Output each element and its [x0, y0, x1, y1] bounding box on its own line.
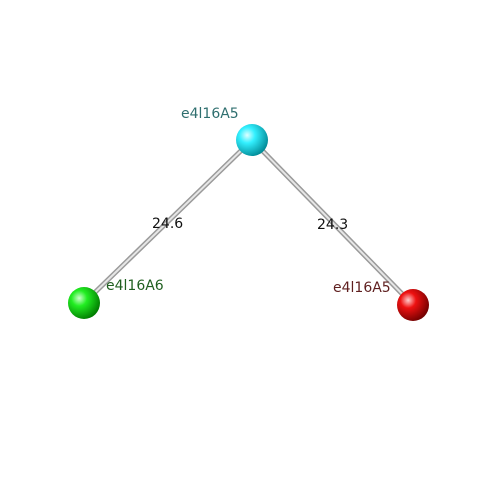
node-left-sphere: [68, 287, 100, 319]
node-top-sphere: [236, 124, 268, 156]
node-right-sphere: [397, 289, 429, 321]
node-left-label: e4l16A6: [106, 278, 164, 294]
node-right-label: e4l16A5: [333, 280, 391, 296]
edge-label-top-right: 24.3: [317, 217, 348, 233]
node-top-label: e4l16A5: [181, 106, 239, 122]
edge-top-left: [81, 137, 255, 306]
edge-label-top-left: 24.6: [152, 216, 183, 232]
edge-top-right: [249, 137, 416, 308]
